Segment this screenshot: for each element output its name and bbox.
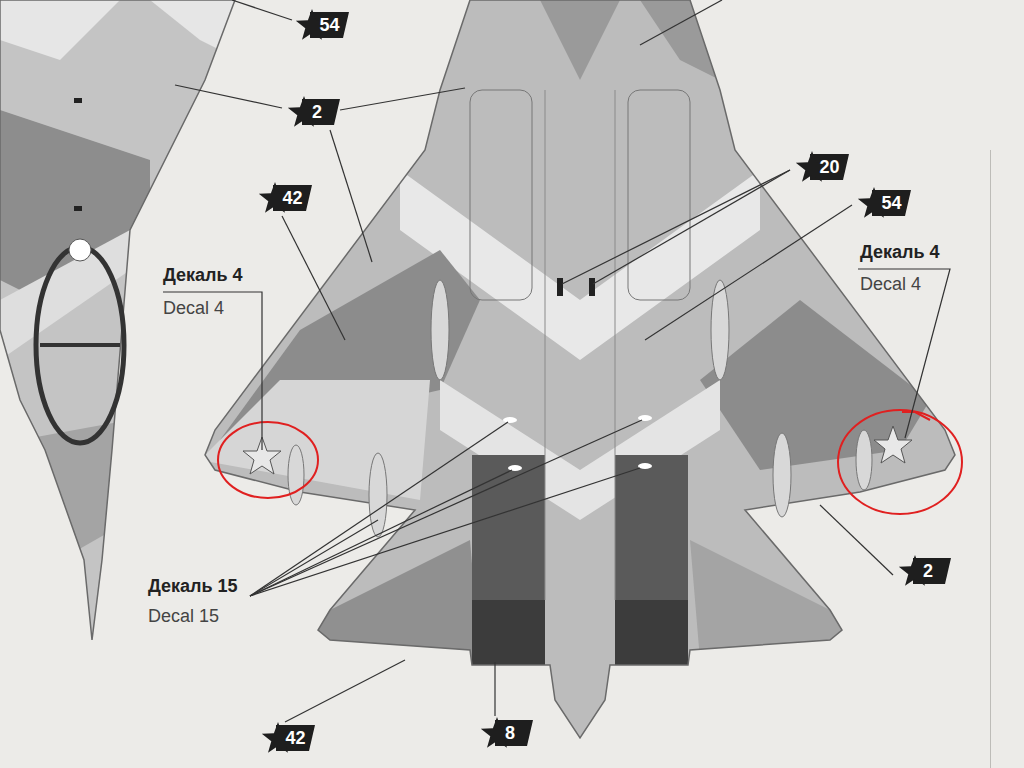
leader-line [645,205,852,340]
callout-badge: 2 [288,95,340,129]
callout-number: 54 [296,8,348,42]
leader-line [232,0,292,20]
panel-line [545,90,546,600]
leader-lines [163,0,950,722]
canopy [36,247,124,443]
camo-light [150,0,240,60]
leader-line [250,468,640,596]
leader-line [285,660,405,722]
intake [470,90,532,300]
callout-badge: 2 [899,554,951,588]
leader-line [330,130,372,262]
callout-number: 20 [796,150,848,184]
leader-line [494,662,495,716]
camo-dark [700,300,930,470]
decal-label: Decal 15 [148,606,219,626]
nozzle-end [472,600,545,665]
pylon [288,445,304,505]
red-circle [838,410,962,514]
red-circle [218,422,318,498]
nozzle [472,455,545,665]
callout-number: 54 [858,186,910,220]
leader-line [175,85,282,108]
leader-line [250,422,508,596]
camo-mid [640,0,720,80]
main-outline [205,0,955,738]
side-outline [0,0,235,640]
callout-number: 42 [259,181,311,215]
decal-mark [503,417,517,423]
marker-dot [69,239,91,261]
page-edge [990,150,991,768]
panel-line [615,90,616,600]
callout-badge: 42 [262,721,315,755]
decal-mark [638,415,652,421]
camo-light [0,230,130,360]
pylon [856,430,872,490]
callout-number: 2 [899,554,941,588]
intake [628,90,690,300]
callout-number: 2 [288,95,330,129]
nozzle-end [615,600,688,665]
camo-light [0,0,120,60]
callout-badge: 20 [796,150,849,184]
camo-base [190,0,970,750]
pylon [773,433,791,517]
decal-label: Декаль 4 [860,242,940,262]
callout-number: 8 [481,716,523,750]
leader-line [250,520,378,596]
callout-badge: 42 [259,181,312,215]
leader-line [250,470,512,596]
leader-line [250,420,642,596]
antenna [589,278,595,296]
callout-badge: 54 [858,186,911,220]
leader-line [562,170,790,284]
leader-line [858,269,950,438]
side-aircraft [0,0,240,660]
leader-line [640,0,722,45]
callout-badge: 8 [481,716,533,750]
antenna [74,98,82,103]
camo-light [200,380,430,500]
decal-mark [508,465,522,471]
antenna [557,278,563,296]
leader-line [282,216,345,340]
leader-line [593,170,790,284]
leader-line [820,505,893,575]
camo-base [0,0,240,660]
nozzle [615,455,688,665]
antenna [74,206,82,211]
camo-mid [690,540,850,660]
red-mark [902,412,930,420]
main-aircraft [190,0,970,750]
decal-label: Декаль 15 [148,576,238,596]
leader-line [163,292,262,450]
decal-label: Decal 4 [860,274,921,294]
callout-number: 42 [262,721,314,755]
leader-line [340,88,465,110]
camo-mid [540,0,620,80]
canopy-frame [40,343,120,347]
callout-badge: 54 [296,8,349,42]
pylon [431,280,449,380]
decal-label: Decal 4 [163,298,224,318]
decal-label: Декаль 4 [163,265,243,285]
decal-mark [638,463,652,469]
